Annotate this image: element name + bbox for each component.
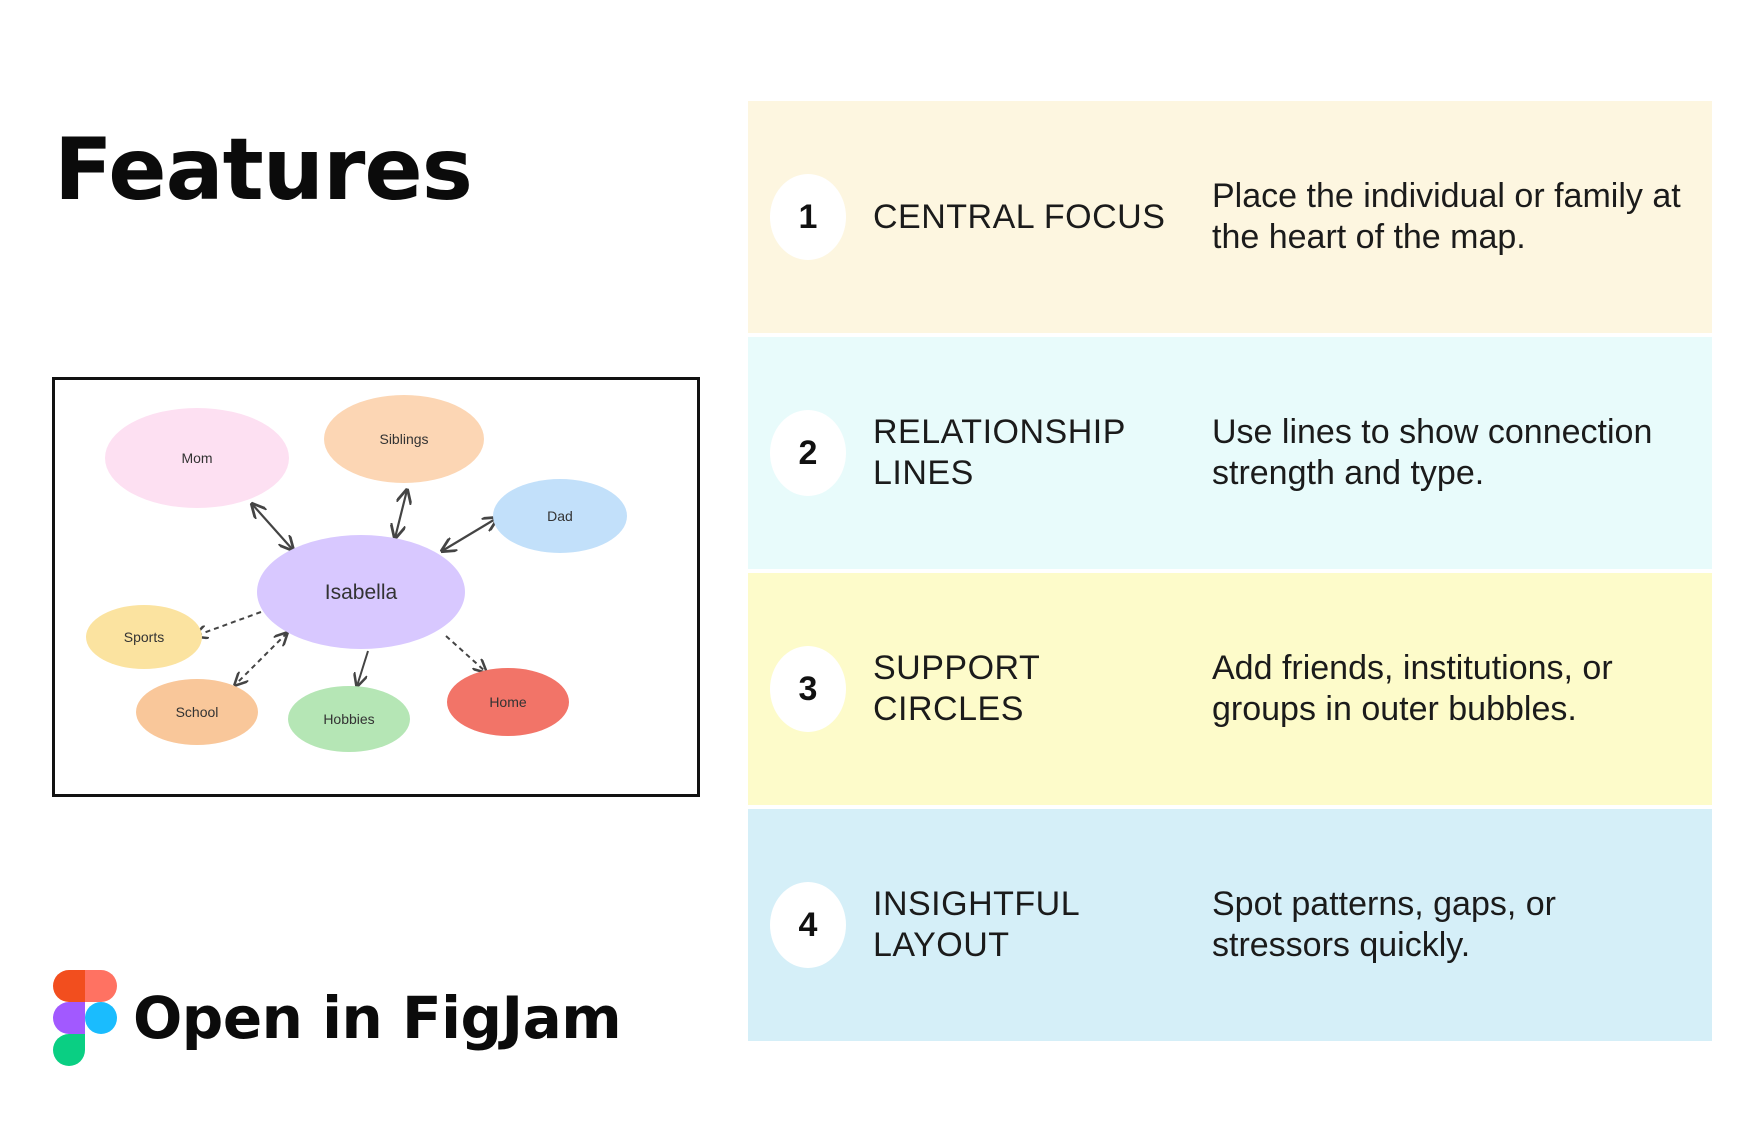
node-siblings-label: Siblings bbox=[379, 431, 428, 447]
open-in-figjam-label: Open in FigJam bbox=[133, 984, 622, 1052]
feature-card-2: 2 RELATIONSHIP LINES Use lines to show c… bbox=[748, 337, 1712, 569]
feature-name-2: RELATIONSHIP LINES bbox=[873, 413, 1126, 492]
node-sports-label: Sports bbox=[124, 629, 164, 645]
feature-card-1: 1 CENTRAL FOCUS Place the individual or … bbox=[748, 101, 1712, 333]
feature-description-4: Spot patterns, gaps, or stressors quickl… bbox=[1212, 885, 1556, 964]
open-in-figjam-link[interactable]: Open in FigJam bbox=[53, 970, 622, 1066]
node-school-label: School bbox=[176, 704, 219, 720]
feature-name-1: CENTRAL FOCUS bbox=[873, 197, 1166, 236]
feature-number-1: 1 bbox=[770, 174, 846, 260]
feature-number-2: 2 bbox=[770, 410, 846, 496]
feature-description-2: Use lines to show connection strength an… bbox=[1212, 413, 1653, 492]
node-dad-label: Dad bbox=[547, 508, 573, 524]
node-center-label: Isabella bbox=[325, 581, 398, 604]
node-sports bbox=[86, 605, 202, 669]
ecomap-diagram: Mom Siblings Dad Isabella Sports School … bbox=[86, 395, 627, 752]
feature-number-4: 4 bbox=[770, 882, 846, 968]
figma-logo-icon bbox=[53, 970, 117, 1066]
ecomap-image: Mom Siblings Dad Isabella Sports School … bbox=[52, 377, 700, 797]
node-siblings bbox=[324, 395, 484, 483]
node-mom bbox=[105, 408, 289, 508]
line-school bbox=[235, 633, 287, 685]
features-list: 1 CENTRAL FOCUS Place the individual or … bbox=[748, 101, 1712, 1045]
node-dad bbox=[493, 479, 627, 553]
feature-description-1: Place the individual or family at the he… bbox=[1212, 177, 1681, 256]
node-center bbox=[257, 535, 465, 649]
feature-name-4: INSIGHTFUL LAYOUT bbox=[873, 885, 1079, 964]
node-hobbies-label: Hobbies bbox=[323, 711, 374, 727]
feature-card-4: 4 INSIGHTFUL LAYOUT Spot patterns, gaps,… bbox=[748, 809, 1712, 1041]
feature-number-3: 3 bbox=[770, 646, 846, 732]
node-home bbox=[447, 668, 569, 736]
line-sports bbox=[195, 611, 262, 636]
node-hobbies bbox=[288, 686, 410, 752]
line-hobbies bbox=[357, 650, 369, 686]
feature-description-3: Add friends, institutions, or groups in … bbox=[1212, 649, 1613, 728]
line-mom bbox=[252, 504, 293, 550]
feature-name-3: SUPPORT CIRCLES bbox=[873, 649, 1040, 728]
line-dad bbox=[442, 518, 497, 551]
node-school bbox=[136, 679, 258, 745]
node-mom-label: Mom bbox=[181, 450, 212, 466]
page-title: Features bbox=[54, 120, 473, 220]
node-home-label: Home bbox=[489, 694, 527, 710]
feature-card-3: 3 SUPPORT CIRCLES Add friends, instituti… bbox=[748, 573, 1712, 805]
line-siblings bbox=[395, 490, 407, 538]
line-home bbox=[445, 635, 486, 672]
